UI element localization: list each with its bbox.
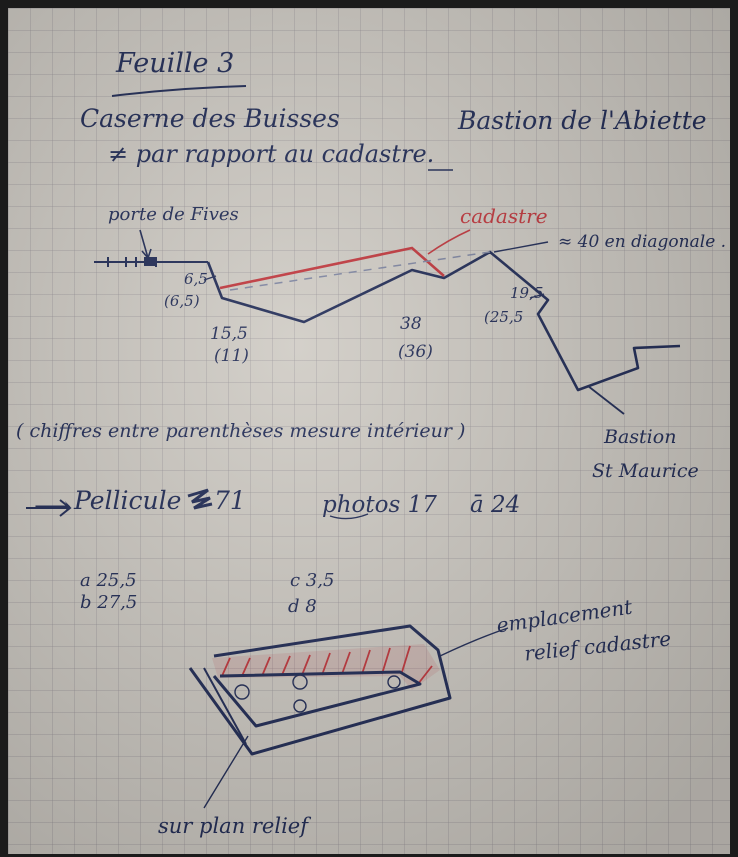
hatched-band: [212, 644, 440, 690]
photos-label: photos 17: [322, 492, 437, 518]
heading-bastion: Bastion de l'Abiette: [458, 106, 707, 135]
title-underline: [111, 85, 247, 97]
marker-b: [292, 674, 308, 690]
porte-de-fives-label: porte de Fives: [108, 204, 239, 225]
measure-a-outer: 6,5: [184, 270, 208, 288]
measure-c-inner: (36): [398, 342, 433, 362]
measure-tick-d: [529, 293, 545, 299]
bastion-inner-line: [587, 385, 625, 415]
porte-ticks: [107, 257, 157, 267]
relief-inner-outline: [212, 670, 422, 728]
pellicule-number: 71: [214, 486, 246, 515]
diagonal-note-pointer: [493, 241, 549, 253]
emplacement-pointer: [439, 627, 509, 657]
cadastre-label: cadastre: [460, 204, 548, 228]
parentheses-note: ( chiffres entre parenthèses mesure inté…: [16, 420, 466, 442]
measure-tick-a: [203, 275, 217, 281]
dimension-a: a 25,5: [80, 570, 137, 591]
fortification-outline: [206, 250, 681, 392]
measure-c-outer: 38: [400, 314, 422, 334]
measure-b-outer: 15,5: [210, 324, 248, 344]
notebook-page: Feuille 3 Caserne des Buisses Bastion de…: [8, 8, 730, 854]
relief-outer-outline: [188, 624, 452, 756]
plan-relief-label: sur plan relief: [158, 814, 308, 838]
porte-gate-mark: [144, 257, 156, 266]
pellicule-label: Pellicule: [74, 486, 182, 515]
page-title: Feuille 3: [116, 48, 235, 79]
porte-pointer: [139, 229, 149, 259]
relief-sketch: [188, 624, 509, 809]
dimension-c: c 3,5: [290, 570, 335, 591]
pellicule-scribble: [187, 488, 213, 510]
dimension-d: d 8: [288, 596, 317, 617]
porte-pointer-head: [141, 248, 152, 260]
measure-d-inner: (25,5: [484, 308, 524, 326]
bastion-label-line1: Bastion: [604, 426, 677, 448]
bastion-label-line2: St Maurice: [592, 460, 699, 482]
diagonal-note: ≈ 40 en diagonale .: [558, 232, 727, 252]
cadastre-line: [219, 246, 445, 290]
cadastre-label-pointer: [427, 229, 471, 255]
measure-b-inner: (11): [214, 346, 249, 366]
heading-cadastre-note: ≠ par rapport au cadastre.: [108, 140, 435, 168]
marker-a: [234, 684, 250, 700]
plan-relief-pointer: [203, 735, 249, 809]
heading-caserne: Caserne des Buisses: [80, 104, 340, 133]
photos-flourish: [329, 513, 369, 520]
photos-range: ā 24: [470, 492, 521, 518]
relief-side-line: [203, 667, 247, 745]
marker-d: [387, 675, 401, 689]
dimension-b: b 27,5: [80, 592, 138, 613]
measure-a-inner: (6,5): [164, 292, 200, 310]
sketch-drawing: [26, 85, 681, 809]
pellicule-arrow: [26, 499, 72, 517]
marker-c: [293, 699, 307, 713]
